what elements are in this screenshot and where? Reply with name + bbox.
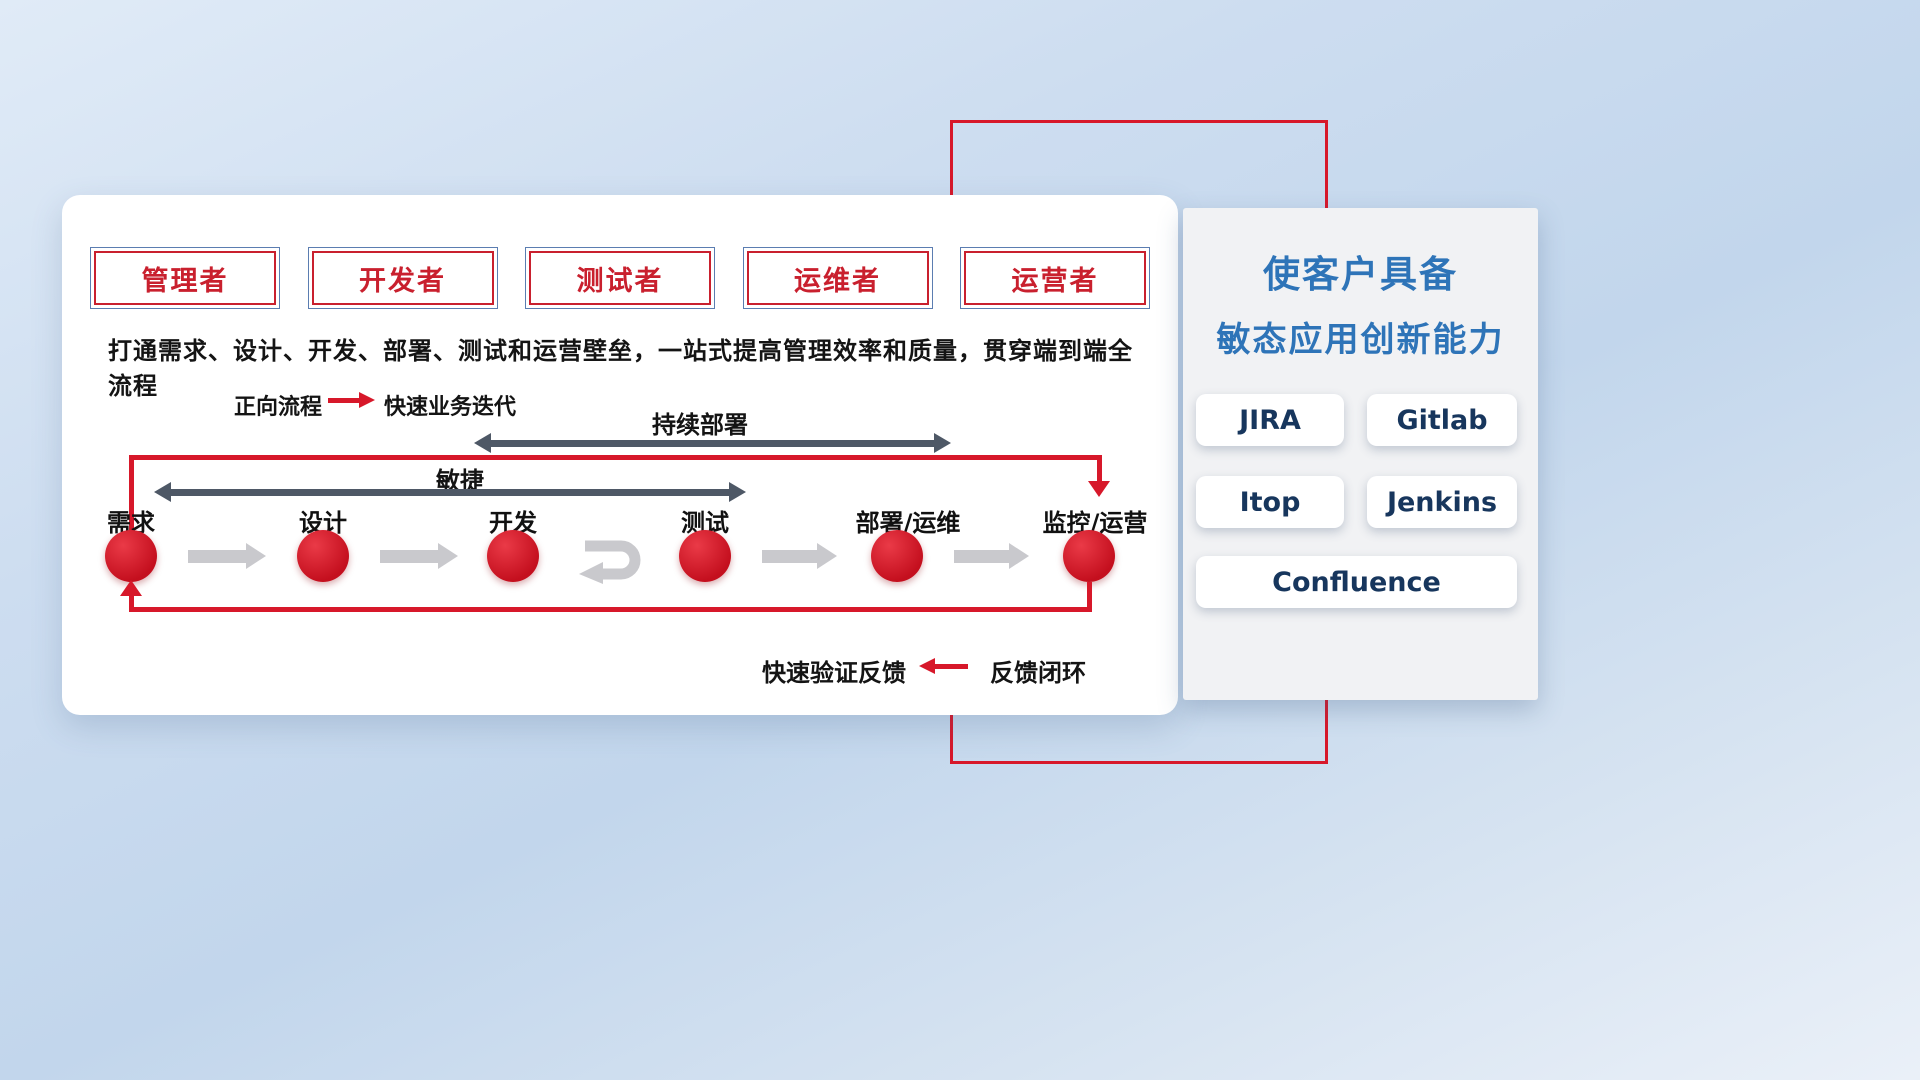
forward-loop-arrowhead-icon: [1088, 481, 1110, 497]
role-label: 运营者: [964, 251, 1146, 305]
role-label: 运维者: [746, 251, 929, 305]
flow-node-circle-deploy-ops: [871, 530, 923, 582]
role-box-ops: 运维者: [742, 247, 933, 309]
tool-chip-itop: Itop: [1196, 476, 1344, 528]
iteration-loop-icon: [579, 540, 641, 584]
feedback-loop-left-line: [129, 595, 134, 609]
feedback-loop-bottom-line: [129, 607, 1092, 612]
continuous-deploy-label: 持续部署: [652, 411, 748, 439]
feedback-legend-value: 反馈闭环: [990, 659, 1086, 687]
role-box-tester: 测试者: [525, 247, 715, 309]
continuous-deploy-double-arrow-icon: [474, 433, 951, 453]
tool-chip-gitlab: Gitlab: [1367, 394, 1517, 446]
feedback-loop-arrowhead-icon: [120, 580, 142, 596]
right-arrow-icon: [762, 543, 837, 569]
role-boxes-row: 管理者 开发者 测试者 运维者 运营者: [90, 247, 1150, 309]
right-arrow-icon: [188, 543, 266, 569]
right-arrow-icon: [954, 543, 1029, 569]
forward-loop-left-line: [129, 455, 134, 532]
feedback-loop-right-line: [1087, 582, 1092, 612]
devops-flow-card: 管理者 开发者 测试者 运维者 运营者 打通需求、设计、开发、部署、测试和运营壁…: [62, 195, 1178, 715]
flow-node-circle-testing: [679, 530, 731, 582]
forward-legend-label: 正向流程: [234, 395, 323, 420]
tool-chip-jenkins: Jenkins: [1367, 476, 1517, 528]
flow-node-circle-development: [487, 530, 539, 582]
agile-double-arrow-icon: [154, 482, 746, 502]
feedback-arrow-icon: [919, 658, 968, 674]
role-label: 开发者: [311, 251, 494, 305]
tool-chip-jira: JIRA: [1196, 394, 1344, 446]
role-box-operator: 运营者: [960, 247, 1150, 309]
role-box-developer: 开发者: [307, 247, 498, 309]
flow-node-circle-design: [297, 530, 349, 582]
feedback-legend-label: 快速验证反馈: [762, 659, 906, 687]
role-label: 管理者: [94, 251, 276, 305]
headline-text: 打通需求、设计、开发、部署、测试和运营壁垒，一站式提高管理效率和质量，贯穿端到端…: [108, 337, 1133, 400]
forward-legend-value: 快速业务迭代: [384, 395, 517, 420]
role-label: 测试者: [529, 251, 711, 305]
tool-chip-confluence: Confluence: [1196, 556, 1517, 608]
flow-node-circle-requirements: [105, 530, 157, 582]
panel-title-line2: 敏态应用创新能力: [1216, 320, 1505, 360]
flow-node-circle-monitor-ops: [1063, 530, 1115, 582]
right-arrow-icon: [380, 543, 458, 569]
forward-loop-top-line: [129, 455, 1102, 460]
role-box-manager: 管理者: [90, 247, 280, 309]
forward-arrow-icon: [328, 392, 375, 408]
panel-title-line1: 使客户具备: [1263, 253, 1458, 296]
tools-panel: 使客户具备 敏态应用创新能力 JIRA Gitlab Itop Jenkins …: [1183, 208, 1538, 700]
forward-loop-right-line: [1097, 455, 1102, 481]
